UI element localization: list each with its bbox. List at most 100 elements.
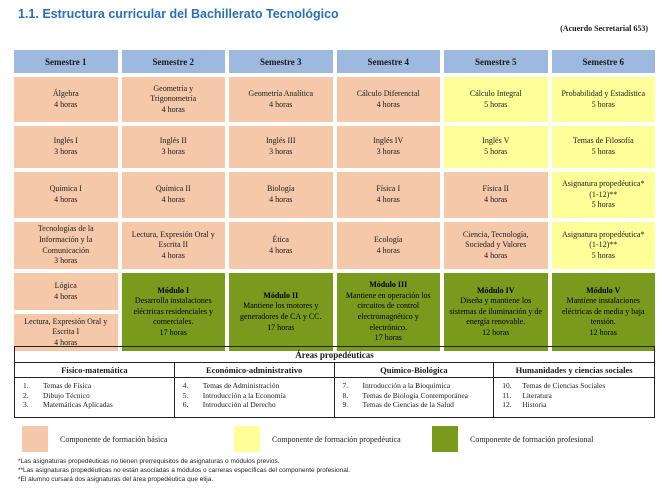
- legend-swatch: [234, 426, 260, 452]
- areas-title: Áreas propedéuticas: [15, 347, 654, 363]
- legend-item-basic: Componente de formación básica: [22, 426, 167, 452]
- subject-hours: 5 horas: [484, 99, 508, 109]
- item-number: 2.: [23, 390, 29, 400]
- subject-hours: 4 horas: [484, 250, 508, 260]
- module-description: Diseña y mantiene los sistemas de ilumin…: [449, 296, 542, 327]
- subject-name: Cálculo Integral: [469, 88, 522, 98]
- subject-name: Física I: [376, 184, 401, 194]
- subject-name: Física II: [482, 184, 509, 194]
- subject-hours: 4 horas: [376, 195, 400, 204]
- module-hours: 12 horas: [589, 327, 617, 337]
- footnotes: *Las asignaturas propedéuticas no tienen…: [18, 457, 350, 484]
- subject-name: Biología: [266, 184, 295, 194]
- area-column: Químico-Biológica 7.Introducción a la Bi…: [334, 363, 495, 417]
- legend-label: Componente de formación básica: [60, 434, 168, 444]
- subject-name: Inglés IV: [373, 136, 404, 146]
- subject-hours: 4 horas: [161, 250, 185, 260]
- module-title: Módulo III: [369, 280, 408, 290]
- semester-header-4: Semestre 4: [336, 50, 440, 73]
- subject-hours: 4 horas: [269, 195, 293, 204]
- subject-name: Ecología: [374, 234, 403, 244]
- legend-label: Componente de formación propedéutica: [272, 434, 401, 444]
- module-description: Mantiene los motores y generadores de CA…: [239, 301, 322, 321]
- module-hours: 17 horas: [374, 333, 402, 343]
- subject-name: Álgebra: [52, 88, 79, 98]
- area-item: 1. Temas de Física: [23, 381, 174, 391]
- subject-hours: 5 horas: [484, 147, 508, 156]
- module-description: Mantiene instalaciones eléctricas de med…: [561, 296, 645, 327]
- subject-hours: 3 horas: [376, 147, 400, 156]
- subject-name: Tecnologías de la Información y la Comun…: [37, 224, 94, 255]
- subject-name: Química II: [155, 184, 191, 194]
- subject-hours: 3 horas: [269, 147, 293, 156]
- subject-name: Asignatura propedéutica* (1-12)**: [562, 229, 645, 250]
- subject-hours: 4 horas: [376, 99, 400, 109]
- area-item: 4.Temas de Administración: [183, 381, 334, 391]
- area-column: Físico-matemática 1.Temas de Física 2.Di…: [15, 363, 175, 417]
- subject-name: Ciencia, Tecnología, Sociedad y Valores: [462, 229, 529, 250]
- legend-item-professional: Componente de formación profesional: [432, 426, 593, 452]
- subject-cell: Asignatura propedéutica* (1-12)**5 horas: [551, 222, 655, 269]
- module-hours: 17 horas: [159, 327, 187, 337]
- legend-label: Componente de formación profesional: [470, 434, 594, 444]
- subject-hours: 4 horas: [376, 245, 400, 255]
- subject-name: Inglés I: [53, 136, 78, 146]
- item-number: 5.: [182, 390, 189, 400]
- area-name: Físico-matemática: [15, 363, 174, 378]
- subject-name: Inglés II: [159, 136, 187, 146]
- agreement-reference: (Acuerdo Secretarial 653): [560, 24, 648, 33]
- subject-hours: 4 horas: [54, 291, 78, 301]
- subject-name: Geometría y Trigonometría: [150, 83, 197, 104]
- item-text: Literatura: [522, 390, 552, 400]
- subject-name: Cálculo Diferencial: [356, 88, 420, 98]
- semester-header-1: Semestre 1: [14, 50, 118, 73]
- item-number: 3.: [23, 400, 29, 409]
- legend-swatch: [22, 426, 48, 452]
- item-number: 1.: [23, 381, 29, 390]
- area-item: 3. Matemáticas Aplicadas: [23, 400, 174, 410]
- subject-name: Inglés V: [482, 136, 510, 146]
- curriculum-grid: Semestre 1 Semestre 2 Semestre 3 Semestr…: [14, 50, 655, 351]
- area-item: 8.Temas de Biología Contemporánea: [343, 391, 494, 401]
- item-text: Historia: [522, 400, 547, 409]
- area-item: 10.Temas de Ciencias Sociales: [502, 381, 654, 391]
- subject-cell: Tecnologías de la Información y la Comun…: [14, 222, 118, 269]
- subject-hours: 5 horas: [591, 99, 615, 109]
- subject-hours: 3 horas: [54, 256, 78, 266]
- item-text: Temas de Física: [43, 381, 92, 390]
- area-name: Económico-administrativo: [174, 363, 334, 378]
- item-text: Temas de Ciencias Sociales: [522, 381, 606, 390]
- module-hours: 17 horas: [267, 322, 295, 332]
- module-hours: 12 horas: [482, 327, 510, 337]
- legend-swatch: [432, 426, 458, 452]
- item-text: Introducción a la Bioquímica: [362, 381, 451, 390]
- module-title: Módulo V: [586, 285, 621, 295]
- area-item: 7.Introducción a la Bioquímica: [343, 381, 494, 391]
- item-text: Temas de Administración: [202, 381, 280, 390]
- module-title: Módulo II: [263, 290, 299, 300]
- subject-name: Geometría Analítica: [248, 88, 314, 98]
- item-text: Matemáticas Aplicadas: [43, 400, 113, 409]
- item-number: 8.: [342, 390, 349, 400]
